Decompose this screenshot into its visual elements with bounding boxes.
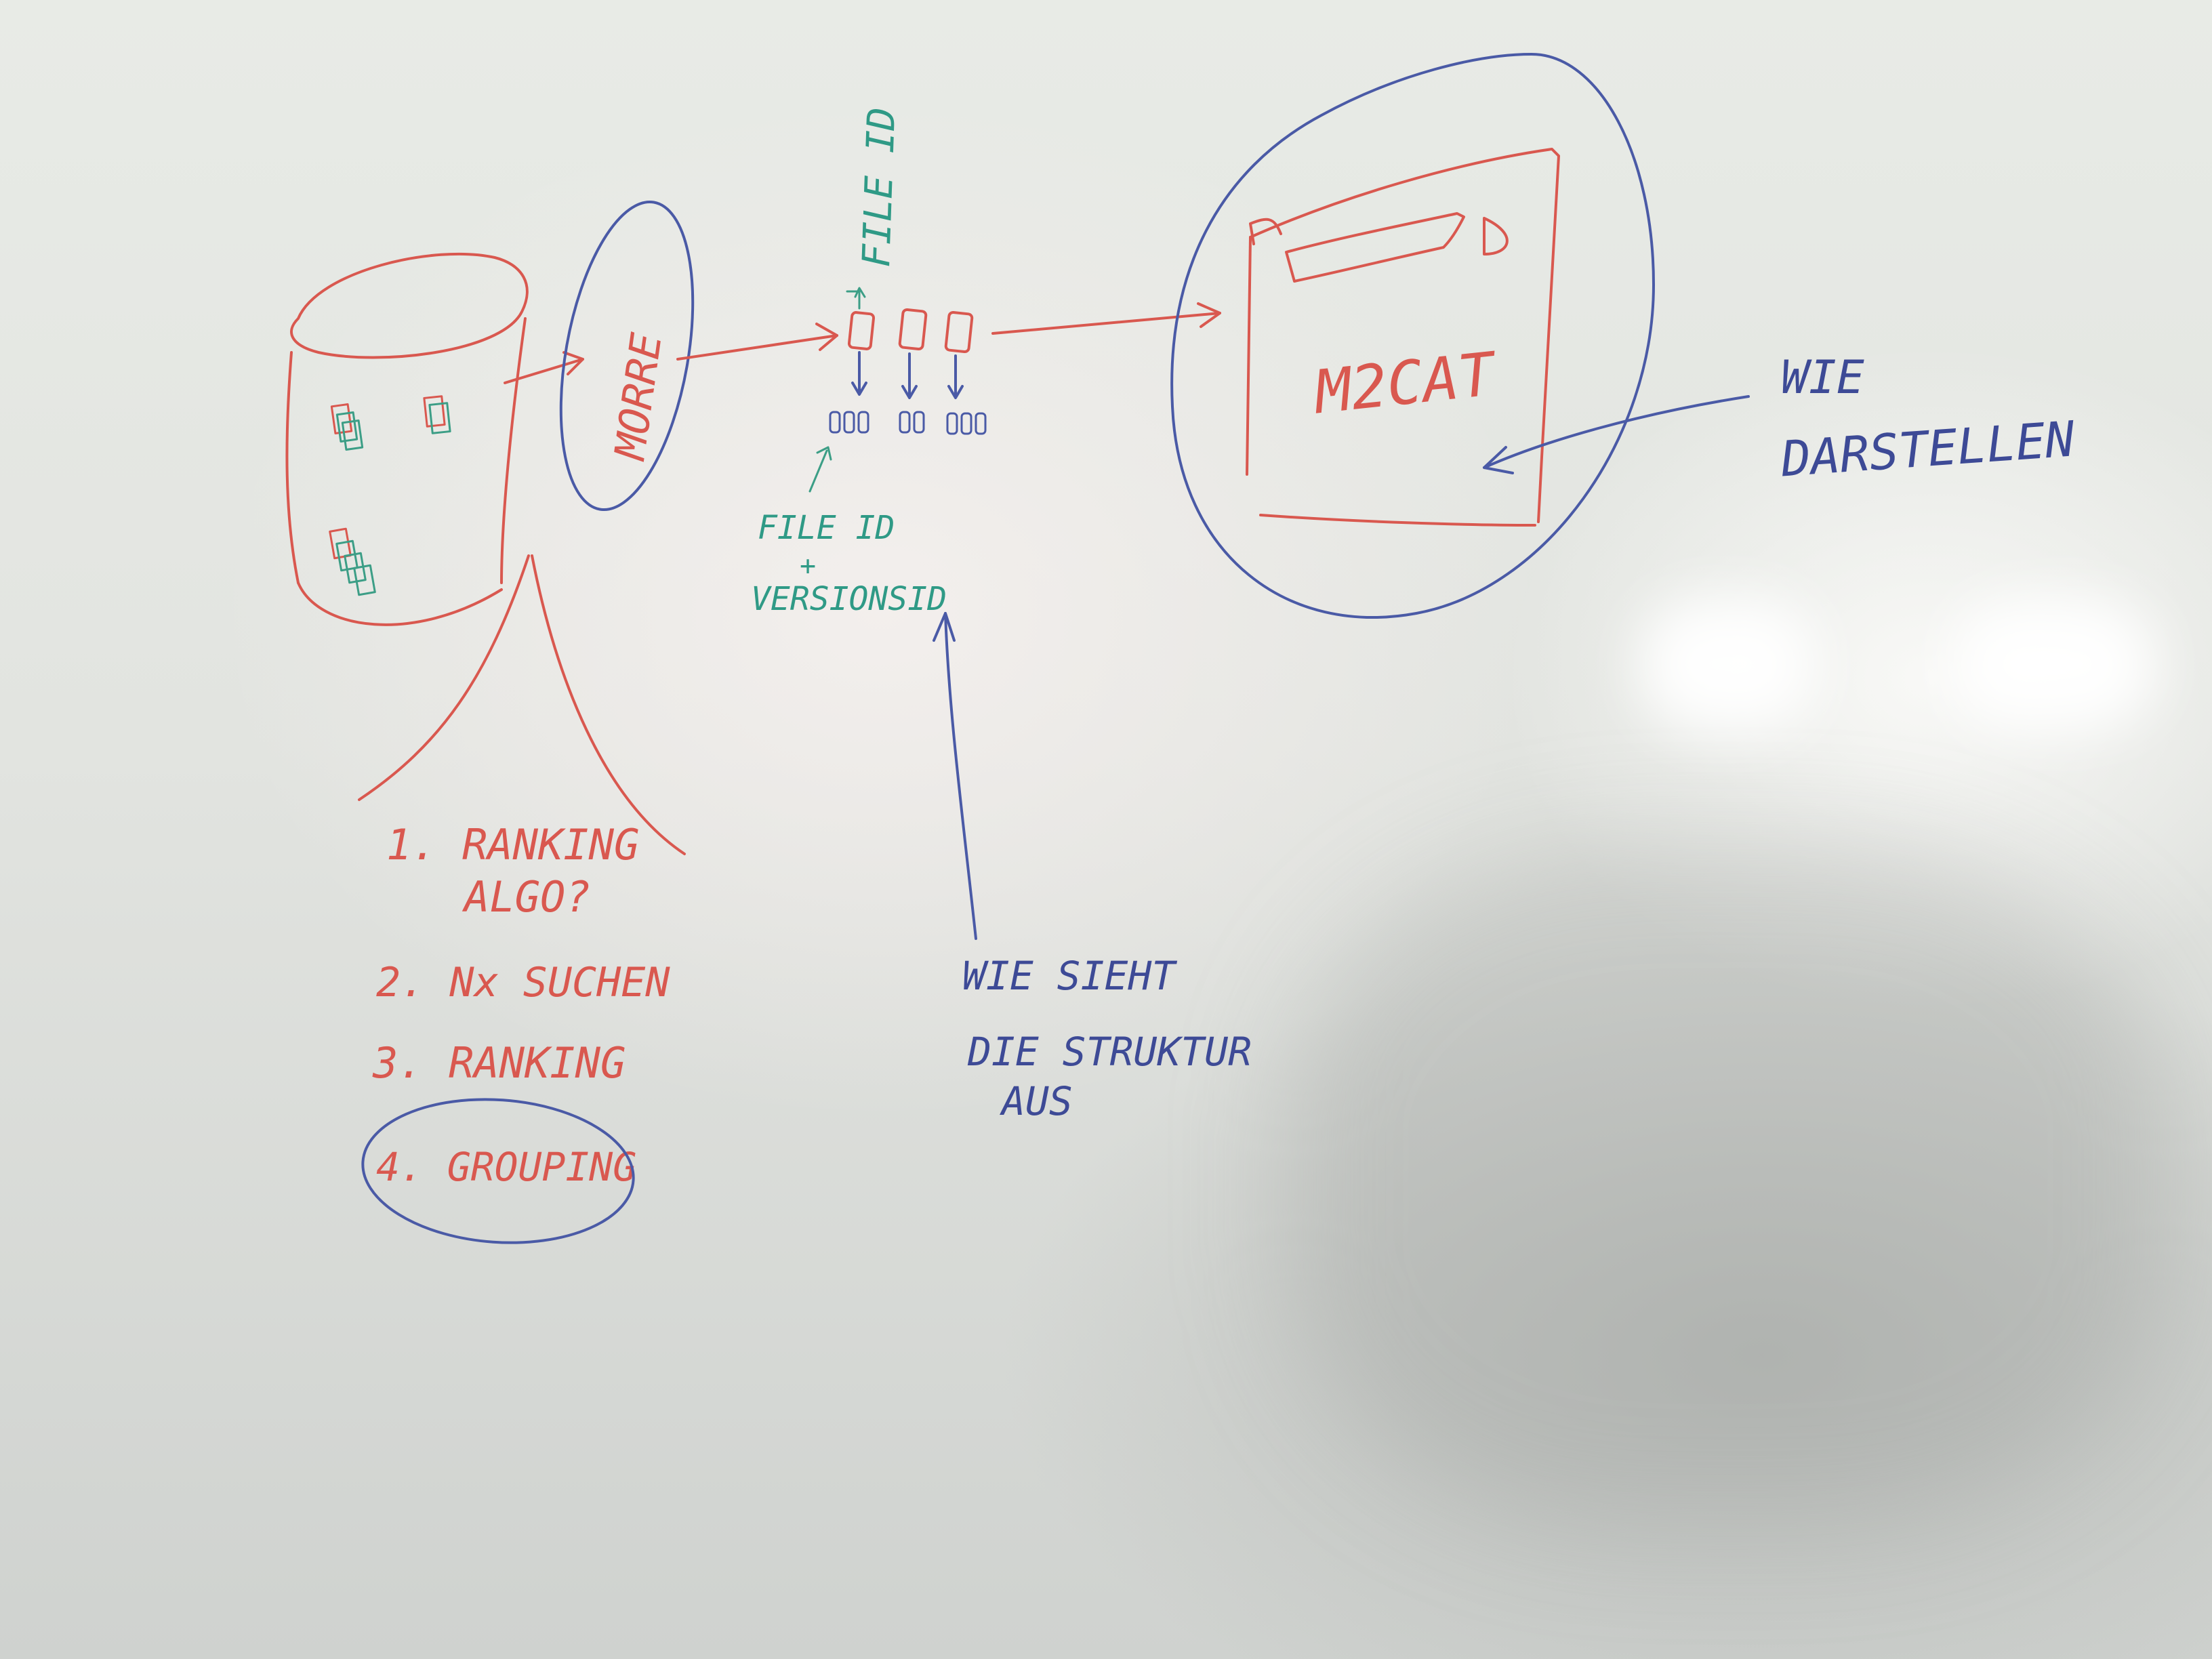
file-icons	[329, 395, 451, 596]
arrow-structure-up	[933, 612, 977, 940]
structure-note-line-1: WIE SIEHT	[962, 953, 1177, 999]
light-reflection	[1952, 596, 2155, 732]
bracket-line-left	[358, 554, 530, 801]
m2cat-box	[1246, 148, 1560, 527]
morre-label: MORRE	[605, 329, 672, 464]
arrow-darstellen-to-m2cat	[1483, 395, 1750, 474]
m2cat-circle	[1170, 53, 1655, 619]
file-id-label-top: FILE ID	[855, 106, 904, 268]
versions-id-label: VERSIONSID	[751, 580, 947, 618]
m2cat-label: M2CAT	[1310, 339, 1501, 428]
plus-label: +	[800, 550, 816, 581]
step-3-ranking: 3. RANKING	[372, 1038, 626, 1088]
structure-note-line-2: DIE STRUKTUR	[967, 1029, 1252, 1075]
step-1-ranking: 1. RANKING	[386, 820, 639, 869]
file-id-label: FILE ID	[758, 509, 895, 547]
step-4-grouping: 4. GROUPING	[376, 1144, 636, 1190]
shadow-reflection	[1288, 847, 2169, 1525]
bracket-line-right	[531, 554, 686, 855]
result-items	[808, 287, 987, 493]
arrow-cylinder-to-morre	[504, 351, 584, 384]
arrow-results-to-m2cat	[991, 302, 1221, 335]
step-4-highlight-circle	[361, 1098, 635, 1244]
structure-note-line-3: AUS	[1000, 1078, 1073, 1124]
wie-label: WIE	[1781, 351, 1864, 405]
morre-ellipse	[559, 200, 695, 512]
light-reflection	[1640, 596, 1816, 732]
step-2-suchen: 2. Nx SUCHEN	[376, 959, 670, 1006]
darstellen-label: DARSTELLEN	[1779, 410, 2077, 487]
step-1-algo: ALGO?	[462, 872, 591, 922]
database-cylinder	[285, 252, 529, 626]
arrow-morre-to-results	[676, 323, 838, 361]
